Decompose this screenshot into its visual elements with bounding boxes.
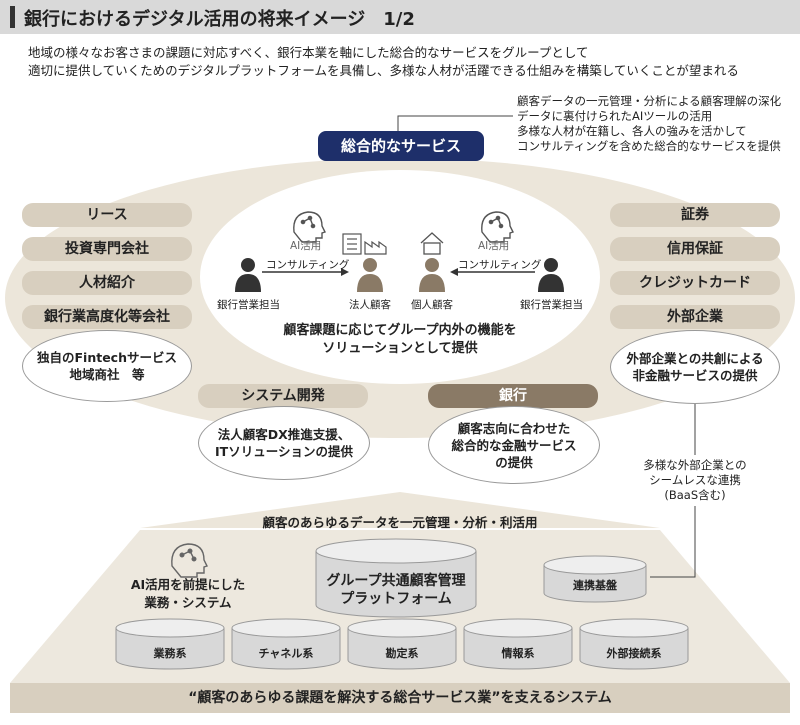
ai-head-icon-left: [293, 211, 326, 243]
platform-roof: [140, 492, 660, 528]
ai-platform-label: AI活用を前提にした 業務・システム: [130, 577, 246, 610]
pill-staffing: 人材紹介: [22, 271, 192, 295]
left-bubble: 独自のFintechサービス地域商社 等: [22, 330, 192, 402]
system-label-gaibu: 外部接続系: [606, 647, 662, 660]
cylinder-gyomu: [115, 618, 225, 670]
cylinder-kanjo: [347, 618, 457, 670]
ai-head-icon-platform: [171, 543, 208, 578]
pill-external: 外部企業: [610, 305, 780, 329]
system-label-channel: チャネル系: [258, 647, 314, 660]
building-icon: [342, 233, 387, 255]
cylinder-gaibu: [579, 618, 689, 670]
note-line-4: コンサルティングを含めた総合的なサービスを提供: [517, 139, 781, 153]
ai-head-icon-right: [481, 211, 514, 243]
indiv-client-label: 個人顧客: [411, 299, 453, 311]
note-connector: [397, 115, 513, 132]
corp-client-label: 法人顧客: [349, 299, 391, 311]
system-label-kanjo: 勘定系: [385, 647, 419, 660]
staff-label-right: 銀行営業担当: [520, 299, 583, 311]
pill-securities: 証券: [610, 203, 780, 227]
cylinder-channel: [231, 618, 341, 670]
staff-label-left: 銀行営業担当: [217, 299, 280, 311]
person-icon-staff-right: [538, 258, 564, 292]
title-accent: [10, 6, 15, 28]
service-title: 総合的なサービス: [318, 131, 484, 161]
system-bubble: 法人顧客DX推進支援、ITソリューションの提供: [198, 406, 370, 480]
external-link-text: 多様な外部企業との シームレスな連携 (BaaS含む): [643, 458, 747, 502]
note-line-3: 多様な人材が在籍し、各人の強みを活かして: [517, 124, 747, 138]
footer-banner: “顧客のあらゆる課題を解決する総合サービス業”を支えるシステム: [10, 683, 790, 713]
pill-bank: 銀行: [428, 384, 598, 408]
person-icon-staff-left: [235, 258, 261, 292]
cylinder-joho: [463, 618, 573, 670]
ai-label-right: AI活用: [478, 240, 510, 252]
pill-lease: リース: [22, 203, 192, 227]
pill-advanced-bank: 銀行業高度化等会社: [22, 305, 192, 329]
link-base-cylinder: [543, 555, 647, 603]
house-icon: [420, 232, 444, 255]
person-icon-indiv-client: [419, 258, 445, 292]
subtitle-line-2: 適切に提供していくためのデジタルプラットフォームを具備し、多様な人材が活躍できる…: [28, 63, 739, 78]
consult-label-right: コンサルティング: [458, 259, 542, 271]
data-label: 顧客のあらゆるデータを一元管理・分析・利活用: [262, 515, 538, 530]
main-platform-label: グループ共通顧客管理 プラットフォーム: [326, 573, 466, 607]
consult-label-left: コンサルティング: [266, 259, 350, 271]
solution-text: 顧客課題に応じてグループ内外の機能を ソリューションとして提供: [283, 323, 517, 356]
title-bar: 銀行におけるデジタル活用の将来イメージ 1/2: [0, 0, 800, 34]
note-line-2: データに裏付けられたAIツールの活用: [517, 109, 713, 123]
pill-system-dev: システム開発: [198, 384, 368, 408]
external-connector-bottom: [650, 506, 696, 578]
pill-investment: 投資専門会社: [22, 237, 192, 261]
page-title: 銀行におけるデジタル活用の将来イメージ 1/2: [24, 9, 415, 30]
system-cylinders: [115, 618, 689, 670]
ai-label-left: AI活用: [290, 240, 322, 252]
main-platform-cylinder: [315, 538, 477, 618]
note-line-1: 顧客データの一元管理・分析による顧客理解の深化: [517, 94, 782, 108]
person-icon-corp-client: [357, 258, 383, 292]
link-base-label: 連携基盤: [573, 579, 617, 592]
system-label-gyomu: 業務系: [153, 647, 187, 660]
bank-bubble: 顧客志向に合わせた総合的な金融サービスの提供: [428, 406, 600, 484]
pill-credit-guarantee: 信用保証: [610, 237, 780, 261]
pill-credit-card: クレジットカード: [610, 271, 780, 295]
system-label-joho: 情報系: [501, 647, 535, 660]
subtitle-line-1: 地域の様々なお客さまの課題に対応すべく、銀行本業を軸にした総合的なサービスをグル…: [28, 45, 589, 60]
right-bubble: 外部企業との共創による非金融サービスの提供: [610, 330, 780, 404]
